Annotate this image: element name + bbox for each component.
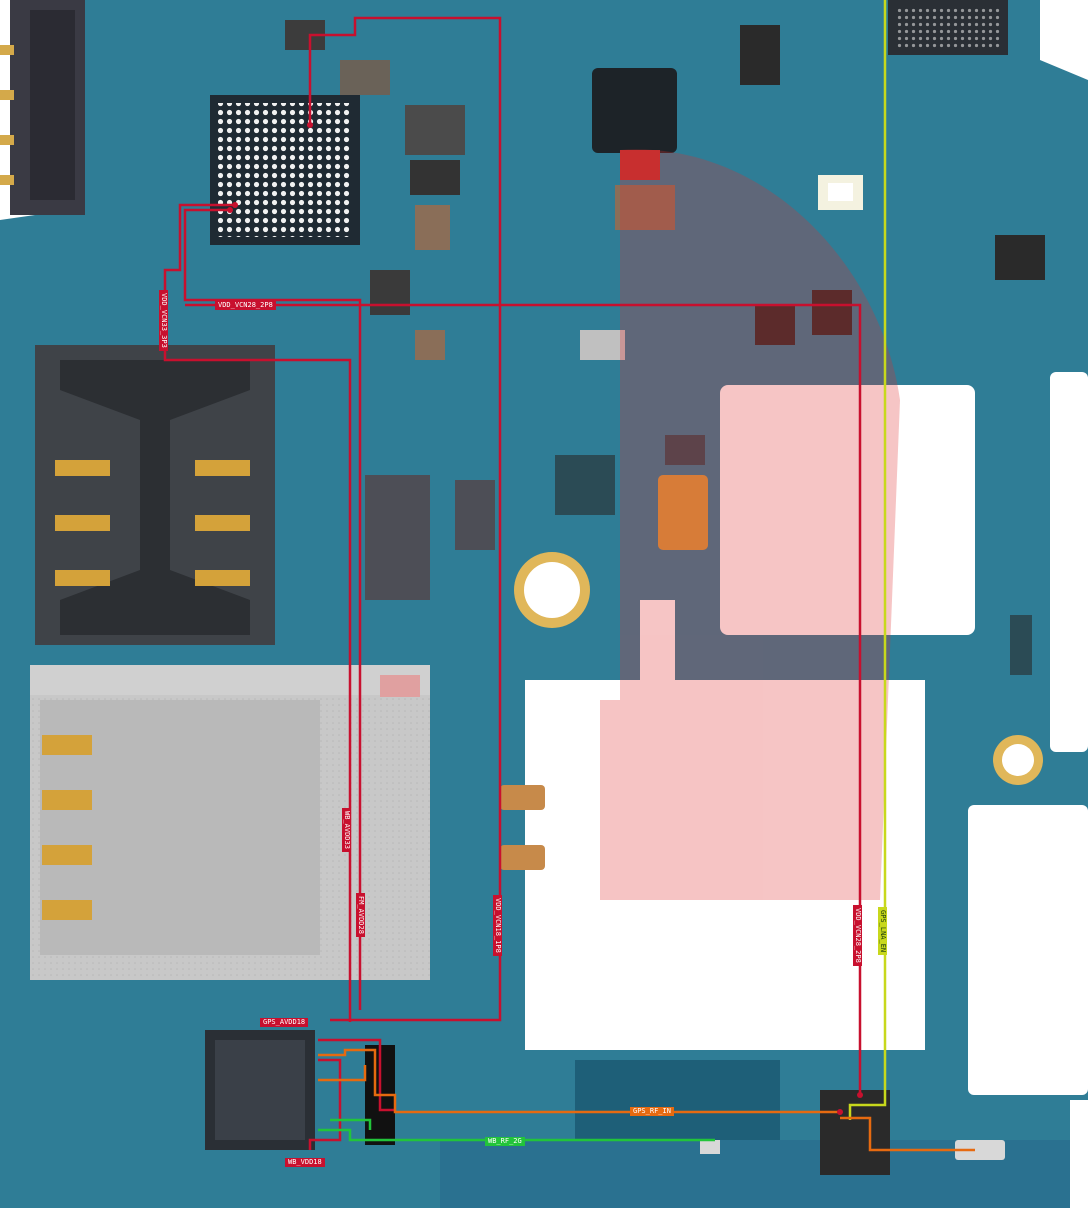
net-label-vdd-vcn28-2p8-right: VDD_VCN28_2P8 [853, 905, 862, 966]
net-label-vdd-vcn33-3p3: VDD_VCN33_3P3 [159, 290, 168, 351]
net-label-vdd-vcn18-1p8: VDD_VCN18_1P8 [493, 895, 502, 956]
cutout-center [525, 600, 925, 1050]
cutout-right-upper [720, 385, 975, 635]
net-label-gps-rf-in: GPS_RF_IN [630, 1107, 674, 1116]
net-label-fm-avdd28: FM_AVDD28 [356, 893, 365, 937]
net-label-gps-avdd18: GPS_AVDD18 [260, 1018, 309, 1027]
gold-pad [658, 475, 708, 550]
net-label-wb-rf-2g: WB_RF_2G [485, 1137, 525, 1146]
watermark-logo [600, 149, 900, 901]
net-label-wb-vdd18: WB_VDD18 [285, 1158, 325, 1167]
net-label-wb-avdd33: WB_AVDD33 [342, 808, 351, 852]
net-label-vdd-vcn28-2p8: VDD_VCN28_2P8 [215, 301, 276, 310]
net-label-gps-lna-en: GPS_LNA_EN [878, 907, 887, 956]
